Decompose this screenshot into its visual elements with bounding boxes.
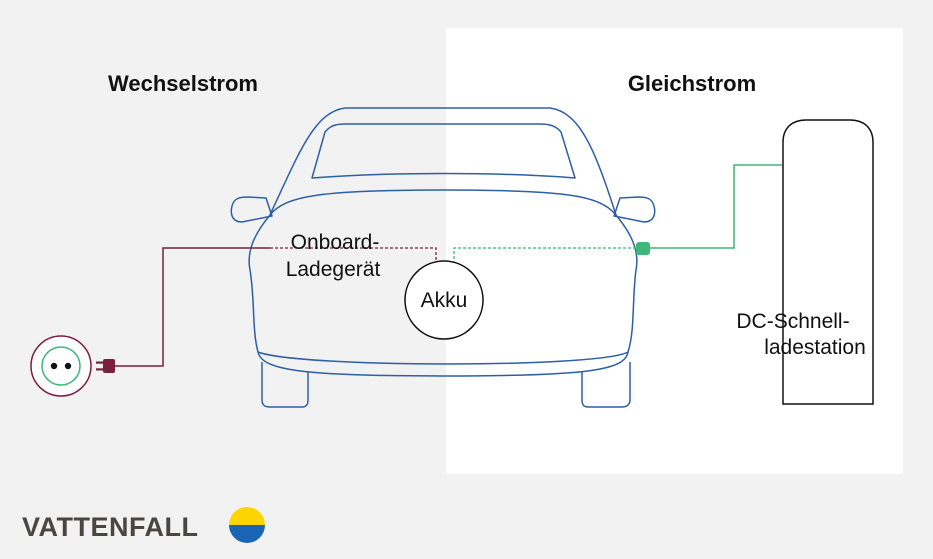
vattenfall-logo-icon (229, 507, 265, 543)
onboard-charger-label-line2: Ladegerät (286, 258, 381, 281)
dc-section-title: Gleichstrom (628, 71, 756, 96)
dc-plug (636, 242, 650, 255)
ac-plug-icon (96, 359, 115, 373)
car-outline (230, 107, 656, 408)
wall-socket-icon (30, 335, 92, 397)
ac-section-title: Wechselstrom (108, 71, 258, 96)
onboard-charger-label-line1: Onboard- (291, 231, 380, 254)
dc-internal-line (453, 247, 636, 262)
dc-station-body (782, 119, 874, 405)
battery-circle (404, 260, 484, 340)
battery-label: Akku (421, 289, 468, 312)
dc-station-label-line1: DC-Schnell- (736, 310, 849, 333)
dc-cable (648, 164, 782, 249)
ac-cable (115, 247, 270, 367)
dc-station-label-line2: ladestation (764, 336, 866, 359)
brand-wordmark: VATTENFALL (22, 512, 198, 542)
